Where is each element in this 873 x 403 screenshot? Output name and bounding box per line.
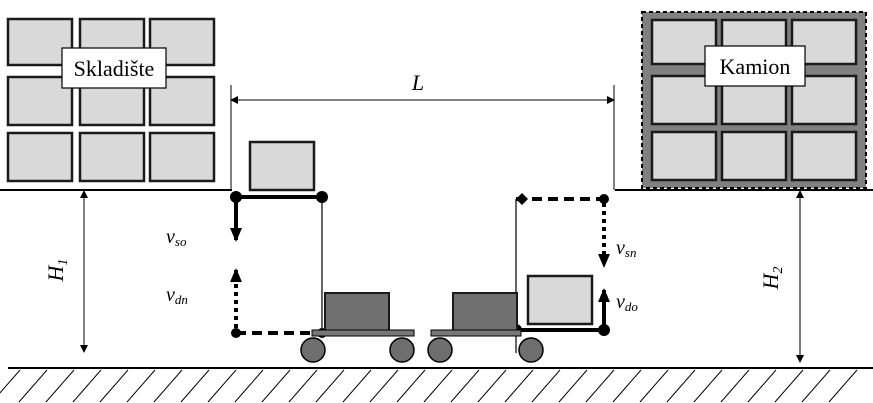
- distance-dimension: L: [230, 70, 615, 190]
- v-do-label: vdo: [616, 291, 638, 314]
- warehouse-label: Skladište: [74, 56, 155, 81]
- lifted-box: [248, 140, 316, 192]
- warehouse-shelf: Skladište: [0, 17, 232, 191]
- vehicle-chassis: [311, 329, 415, 337]
- v-sn-label: vsn: [616, 237, 636, 260]
- left-forklift: vso vdn: [166, 140, 415, 363]
- v-so-label: vso: [166, 226, 187, 249]
- right-forklift: vsn vdo: [427, 193, 638, 363]
- height1-label: H1: [43, 259, 71, 283]
- vehicle-cab: [324, 292, 390, 334]
- truck-box: [720, 130, 788, 182]
- warehouse-box: [78, 131, 146, 183]
- height-h2: H2: [758, 190, 804, 363]
- truck: Kamion: [615, 11, 873, 191]
- warehouse-label-box: [61, 47, 167, 89]
- ground: [0, 367, 873, 403]
- height2-label: H2: [758, 267, 786, 291]
- warehouse-box: [6, 17, 74, 67]
- wheel: [389, 337, 415, 363]
- wheel: [427, 337, 453, 363]
- truck-label-box: [704, 45, 806, 87]
- distance-label: L: [411, 70, 424, 95]
- vehicle-chassis: [430, 329, 522, 337]
- wheel: [300, 337, 326, 363]
- warehouse-box: [6, 75, 74, 127]
- height-h1: H1: [43, 190, 88, 353]
- truck-label: Kamion: [720, 54, 791, 79]
- warehouse-box: [148, 131, 216, 183]
- warehouse-box: [6, 131, 74, 183]
- vehicle-cab: [452, 292, 518, 334]
- lowered-box: [526, 274, 594, 326]
- truck-box: [790, 130, 858, 182]
- v-dn-label: vdn: [166, 284, 188, 307]
- ground-hatching: [0, 369, 858, 403]
- truck-box: [650, 130, 718, 182]
- wheel: [518, 337, 544, 363]
- warehouse-box: [148, 17, 216, 67]
